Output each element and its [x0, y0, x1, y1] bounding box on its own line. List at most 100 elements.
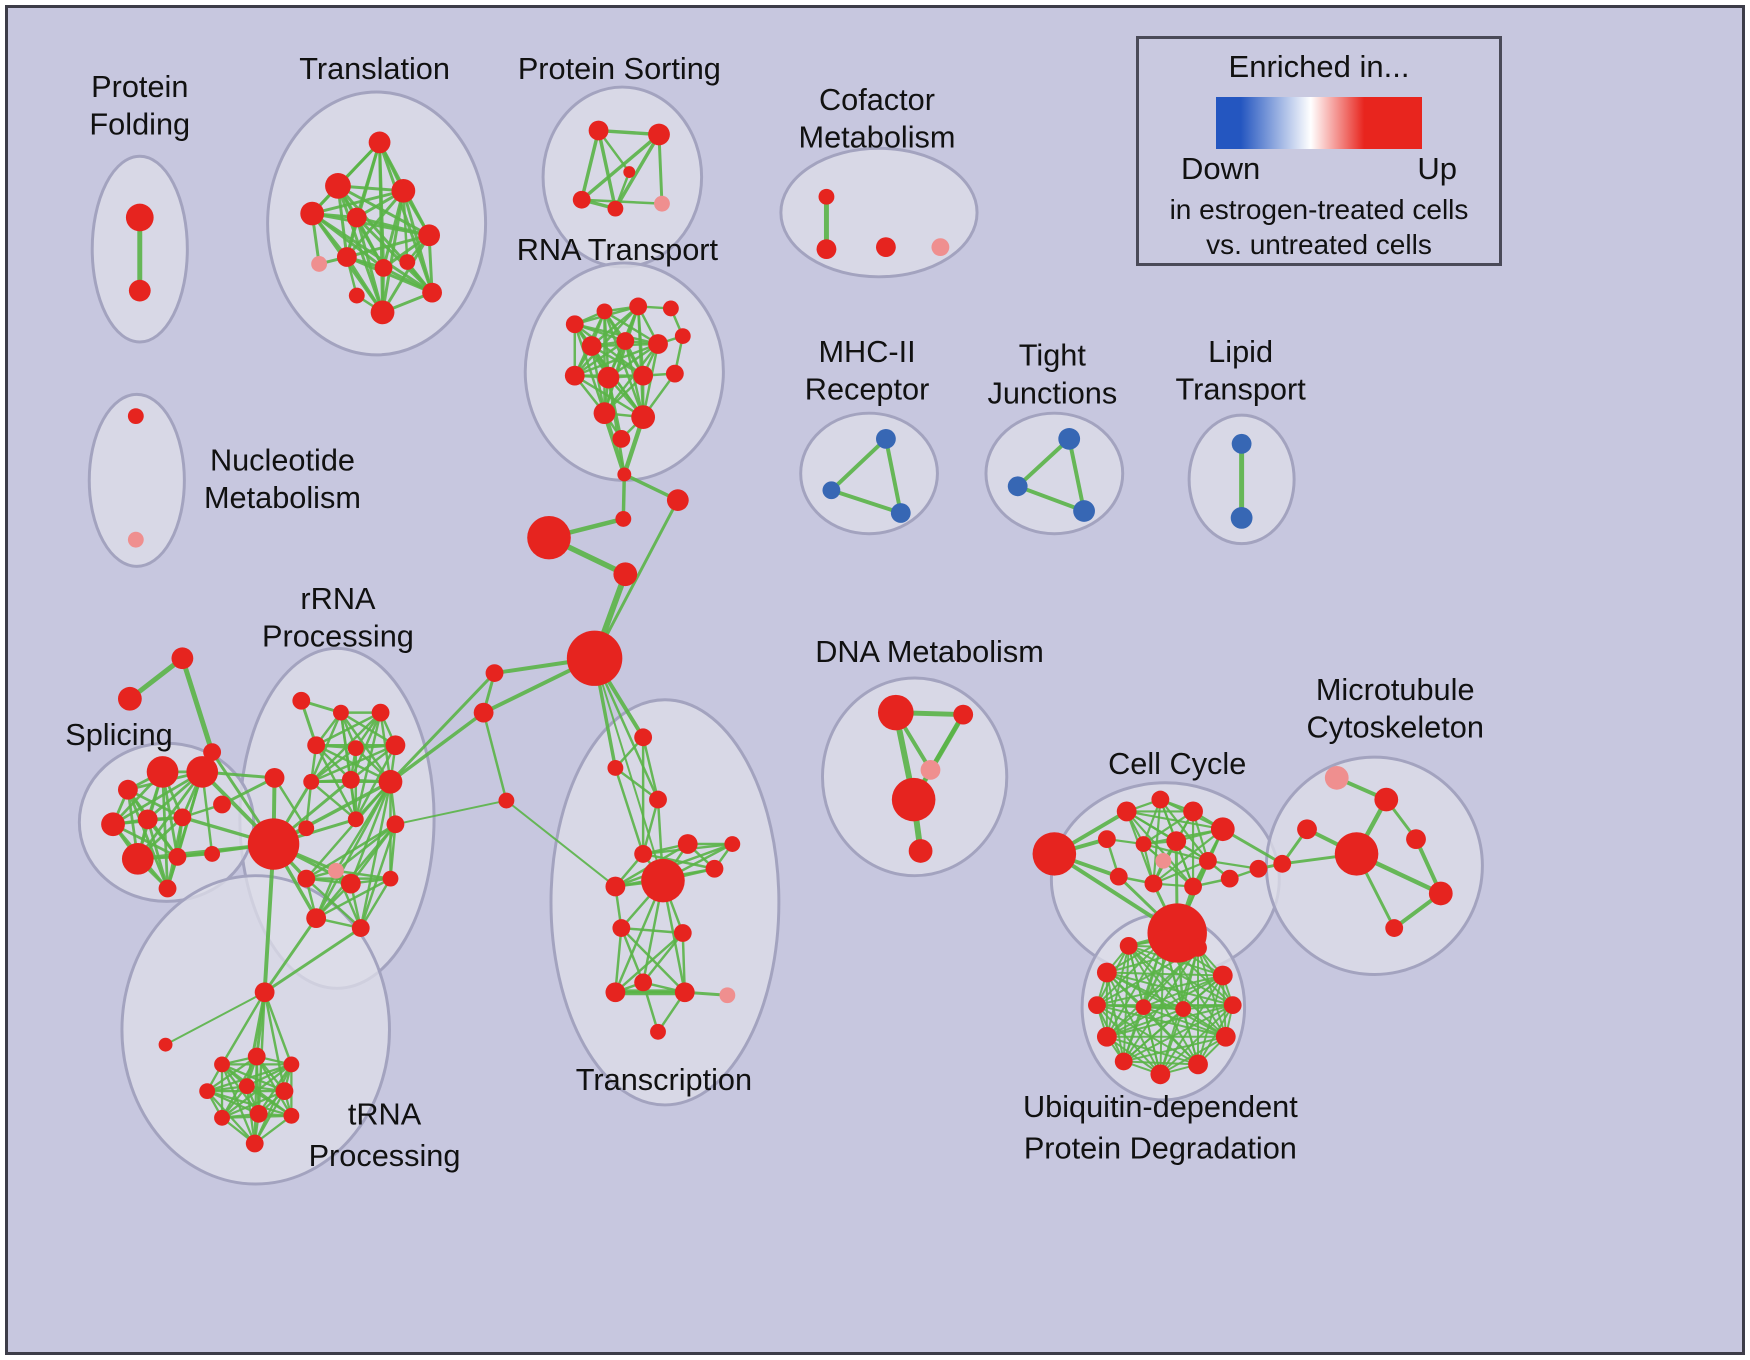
node-25 [565, 315, 584, 334]
legend-endpoint-labels: Down Up [1139, 151, 1499, 187]
node-22 [816, 239, 837, 260]
node-145 [1223, 996, 1242, 1015]
node-117 [1116, 801, 1137, 822]
node-95 [158, 879, 177, 898]
node-154 [822, 481, 841, 500]
edge [263, 991, 293, 1066]
edge [164, 991, 266, 1046]
edge [334, 869, 362, 930]
edge [580, 198, 664, 205]
cluster-ellipse-mhc-ii-receptor [799, 411, 939, 536]
node-140 [1153, 930, 1174, 950]
edge [620, 926, 645, 984]
cluster-ellipse-dna-metabolism [820, 676, 1009, 878]
node-100 [214, 1056, 230, 1073]
node-57 [724, 836, 741, 852]
node-163 [1385, 919, 1404, 937]
edge [309, 746, 358, 784]
cluster-ellipse-cofactor-metabolism [779, 146, 979, 279]
node-89 [137, 809, 158, 830]
cluster-label-nucleotide-metabolism: Nucleotide [210, 444, 355, 478]
edge [829, 488, 903, 515]
cluster-label-cell-cycle: Cell Cycle [1108, 747, 1246, 781]
edge [220, 991, 266, 1066]
node-18 [607, 200, 624, 217]
edge [573, 305, 640, 377]
node-156 [1058, 428, 1081, 450]
edge [593, 657, 664, 882]
cluster-label-rrna-processing: rRNA [300, 582, 376, 616]
legend-down-label: Down [1181, 151, 1261, 186]
edge [394, 799, 508, 826]
node-63 [719, 987, 736, 1004]
node-20 [623, 166, 636, 178]
node-28 [662, 300, 679, 317]
node-93 [168, 848, 187, 866]
edge [263, 926, 363, 994]
edge [641, 736, 660, 801]
node-79 [297, 869, 316, 888]
cluster-label-dna-metabolism: DNA Metabolism [815, 635, 1044, 669]
edge [1125, 810, 1224, 831]
edge [136, 770, 204, 861]
node-36 [665, 364, 684, 383]
edge [255, 1055, 293, 1117]
node-121 [1097, 830, 1116, 848]
edge [381, 233, 431, 314]
legend-up-label: Up [1417, 151, 1457, 186]
cluster-label-trna-processing: tRNA [348, 1098, 422, 1132]
node-53 [634, 845, 653, 863]
node-128 [1184, 877, 1202, 896]
edge [359, 780, 392, 930]
node-81 [382, 870, 399, 887]
edge [1159, 1008, 1185, 1076]
node-74 [378, 769, 403, 794]
node-58 [612, 919, 631, 937]
node-51 [649, 790, 667, 809]
edge [1152, 859, 1210, 885]
node-108 [283, 1107, 300, 1124]
node-106 [214, 1109, 230, 1126]
node-87 [186, 756, 219, 788]
edge [593, 498, 680, 660]
node-101 [247, 1047, 266, 1066]
node-96 [117, 686, 142, 711]
node-147 [1215, 1026, 1236, 1047]
cluster-label-cofactor-metabolism: Cofactor [819, 83, 935, 117]
node-139 [1119, 936, 1138, 955]
node-61 [605, 982, 626, 1003]
node-21 [818, 188, 835, 205]
node-111 [877, 694, 914, 731]
node-62 [674, 982, 695, 1003]
cluster-label-lipid-transport: Lipid [1208, 335, 1273, 369]
node-35 [633, 365, 654, 386]
node-60 [634, 973, 653, 992]
node-29 [581, 336, 602, 356]
edge [641, 798, 660, 856]
node-40 [617, 467, 632, 482]
edge [573, 374, 645, 419]
node-85 [117, 779, 138, 800]
edge [681, 931, 686, 994]
edge [1159, 798, 1210, 862]
node-127 [1144, 874, 1163, 893]
node-4 [300, 201, 325, 226]
edge [641, 931, 685, 984]
edge [253, 1055, 258, 1145]
node-102 [283, 1056, 300, 1073]
edge [573, 323, 660, 346]
cluster-label-lipid-transport: Transport [1176, 372, 1307, 406]
cluster-label-transcription: Transcription [576, 1063, 752, 1097]
node-37 [593, 402, 616, 425]
node-72 [303, 773, 320, 790]
node-56 [705, 859, 724, 878]
edge [1067, 436, 1087, 513]
node-98 [203, 743, 222, 762]
edge [314, 711, 382, 747]
node-88 [101, 812, 125, 837]
node-126 [1109, 867, 1128, 886]
edge [1127, 944, 1145, 1009]
edge [614, 766, 645, 856]
edge [388, 710, 486, 784]
